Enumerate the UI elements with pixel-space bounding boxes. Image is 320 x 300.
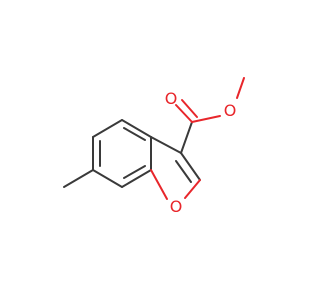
ester-oxygen-label: O xyxy=(224,101,237,120)
bond-ester-o-methyl xyxy=(236,77,245,99)
bonds xyxy=(63,77,245,200)
bond-c7-c6 xyxy=(92,169,123,188)
bond-c3-carbonyl xyxy=(180,121,193,154)
bond-c2-o1 xyxy=(184,179,201,199)
bond-c5-c4 xyxy=(92,119,123,138)
bond-c7a-c7 xyxy=(121,169,152,188)
structure-diagram: O O O xyxy=(63,77,245,216)
ring-oxygen-label: O xyxy=(170,197,183,216)
bond-c3-c2-inner xyxy=(175,160,192,183)
bond-carbonyl-ester-o xyxy=(191,115,221,123)
bond-carbonyl-double-a xyxy=(175,104,193,123)
bond-o1-c7a xyxy=(150,169,168,200)
carbonyl-oxygen-label: O xyxy=(165,89,178,108)
bond-c4-c3a xyxy=(121,119,152,138)
bond-c3-c2 xyxy=(180,152,201,181)
molecule-canvas: O O O xyxy=(63,77,245,216)
bond-c7a-c7-inner xyxy=(123,165,146,179)
bond-c3a-c3 xyxy=(150,136,182,154)
bond-carbonyl-double-b xyxy=(181,99,198,118)
bond-methyl xyxy=(63,169,94,188)
bond-c4-c3a-inner xyxy=(123,127,146,141)
atom-labels: O O O xyxy=(165,89,237,216)
